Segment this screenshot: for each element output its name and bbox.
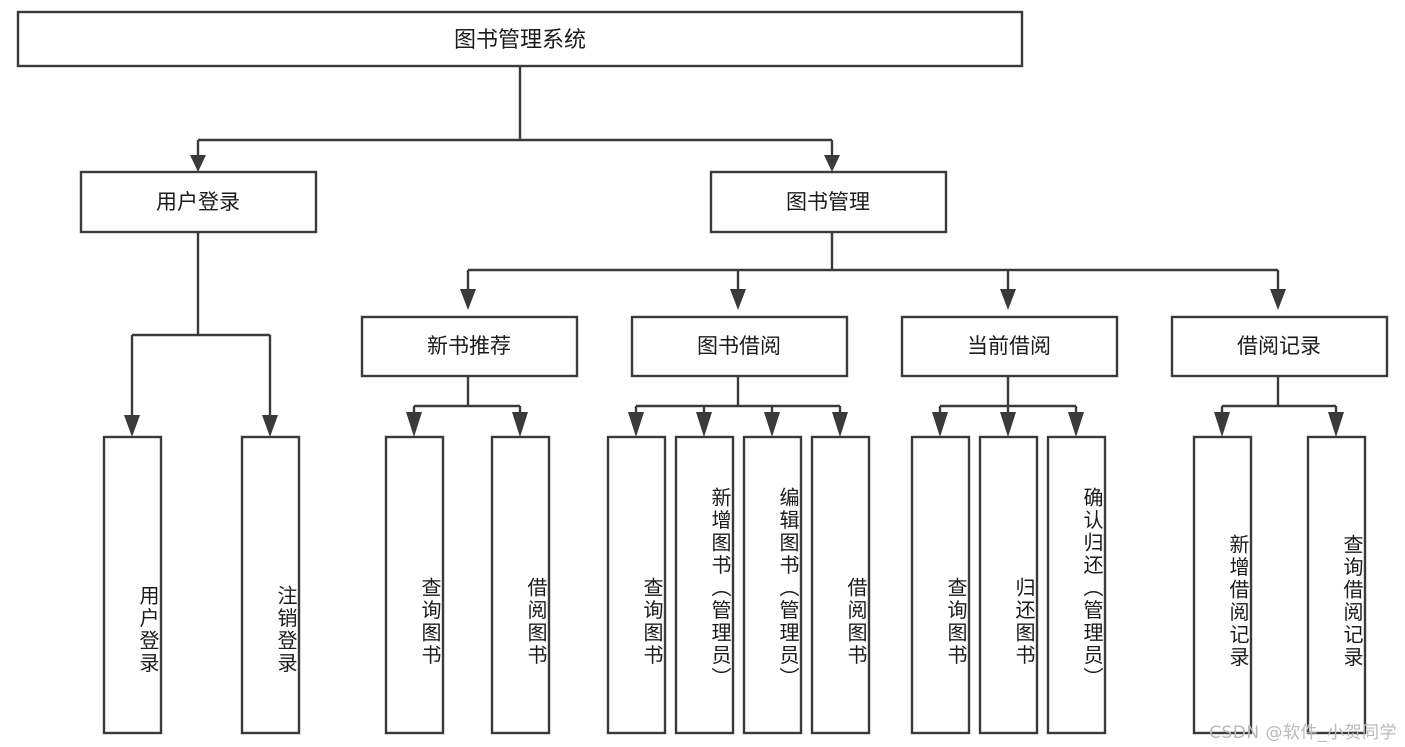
node-leaf-edit-book-box[interactable] (742, 435, 803, 735)
arrow-head-leaf-logout-login (262, 415, 278, 437)
arrow-head-new-book-recommend (460, 289, 476, 310)
node-leaf-user-login-box[interactable] (102, 435, 163, 735)
node-user-login-box[interactable] (79, 170, 318, 234)
connector-group-user-login-to-leaves (124, 232, 278, 437)
arrow-head-user-login (190, 155, 206, 172)
node-leaf-borrow-book-2-box[interactable] (810, 435, 871, 735)
node-current-borrow[interactable]: 当前借阅 (900, 315, 1119, 378)
arrow-head-leaf-return-book (1000, 412, 1016, 437)
arrow-head-book-manage (824, 155, 840, 172)
node-book-borrow-box[interactable] (630, 315, 849, 378)
csdn-watermark: CSDN @软件_小贺同学 (1209, 723, 1397, 743)
arrow-head-leaf-add-record (1214, 412, 1230, 437)
node-new-book-recommend-label: 新书推荐 (427, 334, 511, 358)
node-leaf-add-record-box[interactable] (1192, 435, 1253, 735)
node-leaf-query-book-2-box[interactable] (606, 435, 667, 735)
arrow-head-leaf-query-record (1328, 412, 1344, 437)
connector-group-book-manage-to-level3 (460, 232, 1286, 310)
node-borrow-record-label: 借阅记录 (1237, 334, 1321, 358)
node-root-box[interactable] (16, 10, 1024, 68)
node-current-borrow-box[interactable] (900, 315, 1119, 378)
arrow-head-leaf-edit-book (764, 412, 780, 437)
arrow-head-leaf-query-book-3 (932, 412, 948, 437)
node-book-manage-label: 图书管理 (786, 190, 870, 214)
connector-group-root-to-level2 (190, 66, 840, 172)
node-leaf-logout-login-box[interactable] (240, 435, 301, 735)
node-borrow-record[interactable]: 借阅记录 (1170, 315, 1389, 378)
node-user-login-label: 用户登录 (156, 190, 240, 214)
node-leaf-add-book-box[interactable] (674, 435, 735, 735)
node-book-manage-box[interactable] (709, 170, 948, 234)
arrow-head-leaf-add-book (696, 412, 712, 437)
arrow-head-leaf-confirm-return (1068, 412, 1084, 437)
arrow-head-current-borrow (1000, 289, 1016, 310)
node-borrow-record-box[interactable] (1170, 315, 1389, 378)
node-leaf-confirm-return-box[interactable] (1046, 435, 1107, 735)
arrow-head-leaf-query-book-1 (406, 412, 422, 437)
node-user-login[interactable]: 用户登录 (79, 170, 318, 234)
node-leaf-query-book-3-box[interactable] (910, 435, 971, 735)
connector-group-book-borrow-to-leaves (628, 376, 848, 437)
connector-group-borrow-record-to-leaves (1214, 376, 1344, 437)
leaf-boxes (102, 435, 1367, 735)
arrow-head-leaf-query-book-2 (628, 412, 644, 437)
arrow-head-leaf-borrow-book-1 (512, 412, 528, 437)
node-leaf-borrow-book-1-box[interactable] (490, 435, 551, 735)
node-new-book-recommend[interactable]: 新书推荐 (360, 315, 579, 378)
connector-group-new-book-to-leaves (406, 376, 528, 437)
arrow-head-borrow-record (1270, 289, 1286, 310)
connector-group-current-borrow-to-leaves (932, 376, 1084, 437)
node-leaf-query-record-box[interactable] (1306, 435, 1367, 735)
node-book-borrow[interactable]: 图书借阅 (630, 315, 849, 378)
node-book-manage[interactable]: 图书管理 (709, 170, 948, 234)
node-book-borrow-label: 图书借阅 (697, 334, 781, 358)
node-root[interactable]: 图书管理系统 (16, 10, 1024, 68)
arrow-head-leaf-user-login (124, 415, 140, 437)
node-leaf-query-book-1-box[interactable] (384, 435, 445, 735)
arrow-head-leaf-borrow-book-2 (832, 412, 848, 437)
arrow-head-book-borrow (730, 289, 746, 310)
node-current-borrow-label: 当前借阅 (967, 334, 1051, 358)
node-leaf-return-book-box[interactable] (978, 435, 1039, 735)
node-new-book-recommend-box[interactable] (360, 315, 579, 378)
node-root-label: 图书管理系统 (454, 28, 586, 53)
